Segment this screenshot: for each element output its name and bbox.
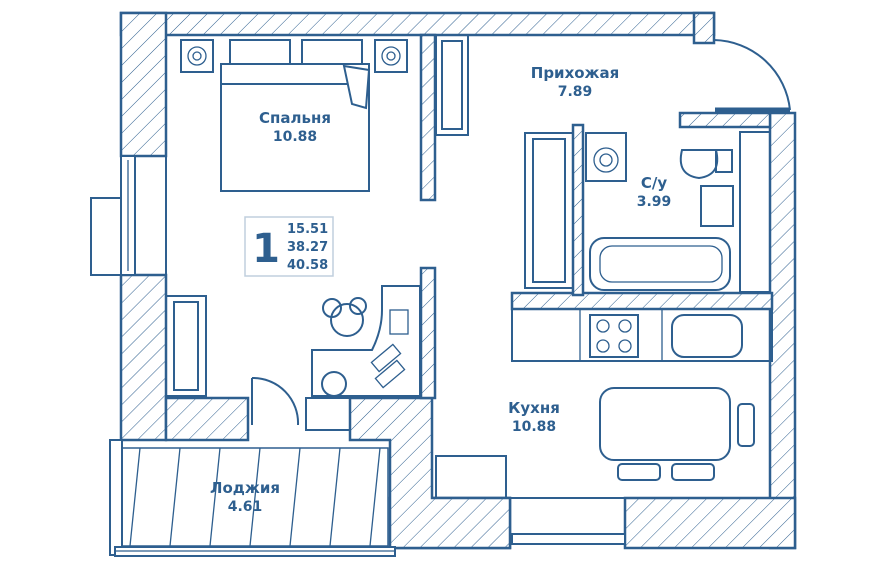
hallway-area: 7.89 (558, 84, 593, 100)
wardrobe-bedroom-left (165, 295, 207, 397)
entrance-door (713, 39, 791, 113)
window-loggia-left (109, 439, 123, 556)
chair-bottom-left (617, 463, 661, 481)
wardrobe-hall (524, 132, 574, 289)
bathroom-fixtures (524, 131, 771, 293)
dining-table (599, 387, 731, 461)
wall-partition-upper (419, 33, 437, 202)
wall-corner (692, 11, 716, 45)
window-sill (90, 197, 122, 276)
kitchen-fixtures (435, 308, 773, 499)
sink (700, 185, 734, 227)
chair (322, 297, 367, 337)
rooms-count: 1 (252, 226, 280, 272)
room-label-kitchen: Кухня 10.88 (508, 399, 560, 435)
bedroom-area: 10.88 (273, 129, 317, 145)
wall-partition-lower (419, 266, 437, 400)
wall-bottom-right (623, 496, 797, 550)
nightstand-left (180, 39, 214, 73)
bathroom-area: 3.99 (637, 194, 672, 210)
loggia-area: 4.61 (228, 499, 263, 515)
total-area: 38.27 (287, 240, 328, 255)
toilet (679, 149, 719, 180)
wall-right (768, 111, 797, 550)
bedroom-name: Спальня (259, 109, 331, 127)
room-label-bedroom: Спальня 10.88 (259, 109, 331, 145)
room-label-loggia: Лоджия 4.61 (210, 479, 280, 515)
window-kitchen (511, 533, 626, 545)
walls (119, 11, 797, 550)
bed (220, 39, 371, 192)
windows (90, 155, 626, 557)
bathtub (589, 237, 731, 291)
washing-machine (585, 132, 627, 182)
chair-right (737, 403, 755, 447)
living-area: 15.51 (287, 222, 328, 237)
nightstand-right (374, 39, 408, 73)
wall-bathroom-bottom (510, 291, 774, 311)
kitchen-cabinet (435, 455, 507, 499)
bathroom-name: С/у (641, 174, 667, 192)
wall-bedroom-bottom (164, 396, 250, 442)
loggia-door (251, 376, 300, 426)
wall-bathroom-top (678, 111, 772, 129)
loggia-name: Лоджия (210, 479, 280, 497)
hallway-name: Прихожая (531, 64, 619, 82)
chair-bottom-right (671, 463, 715, 481)
wardrobe-bedroom-top (435, 34, 469, 136)
wall-loggia-right (348, 396, 512, 550)
wall-top (119, 11, 716, 37)
countertop (511, 308, 773, 362)
kitchen-area: 10.88 (512, 419, 556, 435)
wall-bathroom-left (571, 123, 585, 297)
desk (311, 285, 421, 397)
room-label-bathroom: С/у 3.99 (637, 174, 672, 210)
room-label-hallway: Прихожая 7.89 (531, 64, 619, 100)
wardrobe-right (739, 131, 771, 293)
area-summary: 1 15.51 38.27 40.58 (244, 216, 334, 277)
kitchen-sink (671, 314, 743, 358)
loggia-floor (121, 447, 389, 547)
wall-left-lower (119, 273, 168, 442)
summary-box (244, 216, 334, 277)
area-with-loggia: 40.58 (287, 258, 328, 273)
stove (589, 314, 639, 358)
radiator-shelf (305, 397, 351, 431)
wall-left-upper (119, 11, 168, 158)
kitchen-name: Кухня (508, 399, 560, 417)
